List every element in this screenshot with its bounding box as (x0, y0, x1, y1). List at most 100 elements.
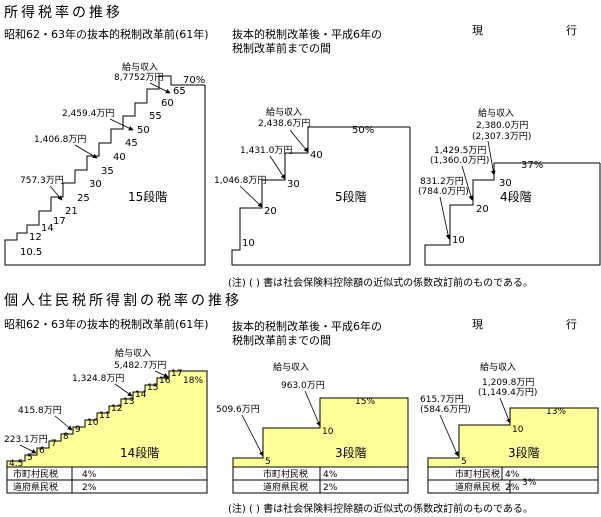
top-p1-income-2: 1,406.8万円 (34, 134, 86, 145)
bottom-panel3-chart: 市町村民税 4% 道府県民税 2% 3% 5 10 13% 3段階 給与収入 1… (420, 361, 599, 494)
bottom-p2-rate-1: 5 (265, 457, 271, 467)
top-p2-rate-5: 50% (352, 125, 374, 136)
bottom-p3-rate-3: 13% (546, 407, 566, 417)
bottom-p2-muni-label: 市町村民税 (263, 468, 308, 480)
top-p1-rate-6: 25 (77, 193, 90, 204)
top-panel3-chart: 10 20 30 37% 4段階 給与収入 2,380.0万円 (2,307.3… (418, 107, 601, 266)
top-p3-rate-3: 30 (499, 178, 512, 189)
top-p3-rate-4: 37% (521, 160, 543, 171)
bottom-panel2-heading-line2: 税制改革前までの間 (232, 334, 331, 347)
bottom-p2-income-label: 給与収入 (273, 361, 309, 373)
bottom-panel2-area (232, 397, 409, 468)
bottom-p1-rate-11: 14 (135, 390, 147, 400)
bottom-p1-rate-2: 5 (27, 453, 33, 463)
bottom-p1-rate-5: 8 (63, 432, 69, 442)
top-p1-rate-7: 30 (89, 179, 102, 190)
bottom-p3-income-2a: 1,209.8万円 (482, 377, 534, 388)
top-p1-rate-14: 65 (173, 86, 186, 97)
bottom-p1-muni-label: 市町村民税 (13, 468, 58, 480)
bottom-p1-income-2: 415.8万円 (18, 405, 62, 416)
top-p1-arrow-2 (74, 144, 98, 159)
bottom-p1-rate-8: 11 (99, 411, 110, 421)
bottom-p2-arrow-2 (304, 390, 321, 427)
bottom-p2-income-2: 963.0万円 (281, 380, 325, 391)
bottom-p1-arrow-2 (54, 415, 73, 431)
top-section-title: 所得税率の推移 (4, 5, 123, 21)
bottom-panel1-chart: 市町村民税 4% 道府県民税 2% 4.5 5 6 7 8 9 10 11 12… (4, 347, 208, 494)
bottom-p1-arrow-4 (154, 370, 169, 378)
bottom-p2-muni-rate: 4% (323, 470, 338, 480)
top-p1-rate-9: 40 (113, 152, 126, 163)
top-p2-rate-1: 10 (242, 238, 255, 249)
bottom-p3-muni-rate: 4% (505, 470, 520, 480)
bottom-p3-arrow-1 (439, 414, 459, 457)
top-p2-stages: 5段階 (335, 189, 367, 204)
top-p1-rate-10: 45 (125, 138, 138, 149)
bottom-p3-pref-row (427, 479, 599, 494)
top-panel2-heading-line2: 税制改革前までの間 (232, 42, 331, 55)
bottom-p1-rate-12: 15 (147, 383, 158, 393)
bottom-section-title: 個人住民税所得割の税率の推移 (4, 293, 242, 309)
bottom-panel3-area (427, 407, 599, 468)
top-p1-arrow-4 (149, 82, 171, 94)
top-p1-income-1: 757.3万円 (20, 175, 64, 186)
top-panel1-frame (4, 75, 206, 266)
bottom-p3-arrow-2 (499, 397, 511, 424)
bottom-p3-stages: 3段階 (508, 445, 540, 460)
top-panel3-heading-left: 現 (472, 24, 483, 37)
bottom-panel1-heading: 昭和62・63年の抜本的税制改革前(61年) (4, 318, 209, 331)
top-panel1-chart: 10.5 12 14 17 21 25 30 35 40 45 50 55 60… (4, 61, 206, 266)
top-p2-income-1: 1,046.8万円 (214, 175, 266, 186)
top-panel2-chart: 10 20 30 40 50% 5段階 給与収入 2,438.6万円 1,431… (214, 106, 411, 266)
top-p1-rate-8: 35 (101, 166, 114, 177)
top-p1-stages: 15段階 (128, 189, 167, 204)
bottom-panel1-area (6, 370, 208, 468)
bottom-p3-pref-extra: 3% (522, 478, 537, 488)
bottom-p1-rate-10: 13 (123, 397, 134, 407)
bottom-p1-rate-13: 16 (159, 376, 171, 386)
top-p1-rate-2: 12 (29, 232, 42, 243)
bottom-footnote: (注) ( ) 書は社会保険料控除額の近似式の係数改訂前のものである。 (228, 504, 534, 515)
bottom-p1-rate-3: 6 (39, 446, 45, 456)
bottom-panel2-chart: 市町村民税 4% 道府県民税 2% 5 10 15% 3段階 給与収入 963.… (216, 361, 409, 494)
bottom-p1-pref-row (6, 479, 208, 494)
top-p1-rate-15: 70% (183, 75, 205, 86)
bottom-p1-pref-rate: 2% (82, 483, 97, 493)
top-p3-arrow-3 (487, 140, 496, 176)
top-p3-income-3a: 2,380.0万円 (476, 120, 528, 131)
bottom-p1-rate-15: 18% (183, 376, 203, 386)
top-p3-income-3b: (2,307.3万円) (472, 131, 531, 142)
bottom-p1-income-4: 5,482.7万円 (114, 360, 166, 371)
bottom-p1-rate-9: 12 (111, 404, 122, 414)
bottom-p3-rate-1: 5 (461, 457, 467, 467)
top-p2-income-label: 給与収入 (266, 106, 302, 118)
bottom-p1-rate-7: 10 (87, 418, 99, 428)
bottom-p1-income-1: 223.1万円 (4, 434, 48, 445)
bottom-p2-pref-rate: 2% (323, 483, 338, 493)
bottom-p2-income-1: 509.6万円 (216, 404, 260, 415)
bottom-p3-pref-rate: 2% (505, 483, 520, 493)
top-p2-rate-2: 20 (264, 206, 277, 217)
bottom-p2-rate-2: 10 (322, 427, 334, 437)
bottom-p1-income-3: 1,324.8万円 (72, 373, 124, 384)
top-panel1-heading: 昭和62・63年の抜本的税制改革前(61年) (4, 28, 209, 41)
bottom-p1-rate-1: 4.5 (9, 459, 23, 469)
top-p1-rate-4: 17 (53, 216, 66, 227)
top-panel2-frame (231, 126, 411, 266)
top-p1-income-label: 給与収入 (122, 61, 158, 73)
top-p2-arrow-2 (269, 155, 286, 180)
bottom-panel3-heading-right: 行 (566, 318, 577, 331)
bottom-p3-income-1b: (584.6万円) (420, 404, 471, 415)
top-p2-income-2: 1,431.0万円 (240, 145, 292, 156)
top-panel2-heading-line1: 抜本的税制改革後・平成6年の (232, 28, 382, 41)
top-p1-rate-5: 21 (65, 206, 78, 217)
top-p3-arrow-1 (439, 196, 451, 240)
bottom-panel3-heading-left: 現 (472, 318, 483, 331)
bottom-p1-muni-rate: 4% (82, 470, 97, 480)
top-p3-income-1a: 831.2万円 (420, 176, 464, 187)
bottom-p3-income-2b: (1,149.4万円) (478, 387, 537, 398)
bottom-p2-pref-label: 道府県民税 (263, 481, 308, 493)
bottom-p2-stages: 3段階 (335, 445, 367, 460)
top-p3-income-label: 給与収入 (478, 107, 514, 119)
